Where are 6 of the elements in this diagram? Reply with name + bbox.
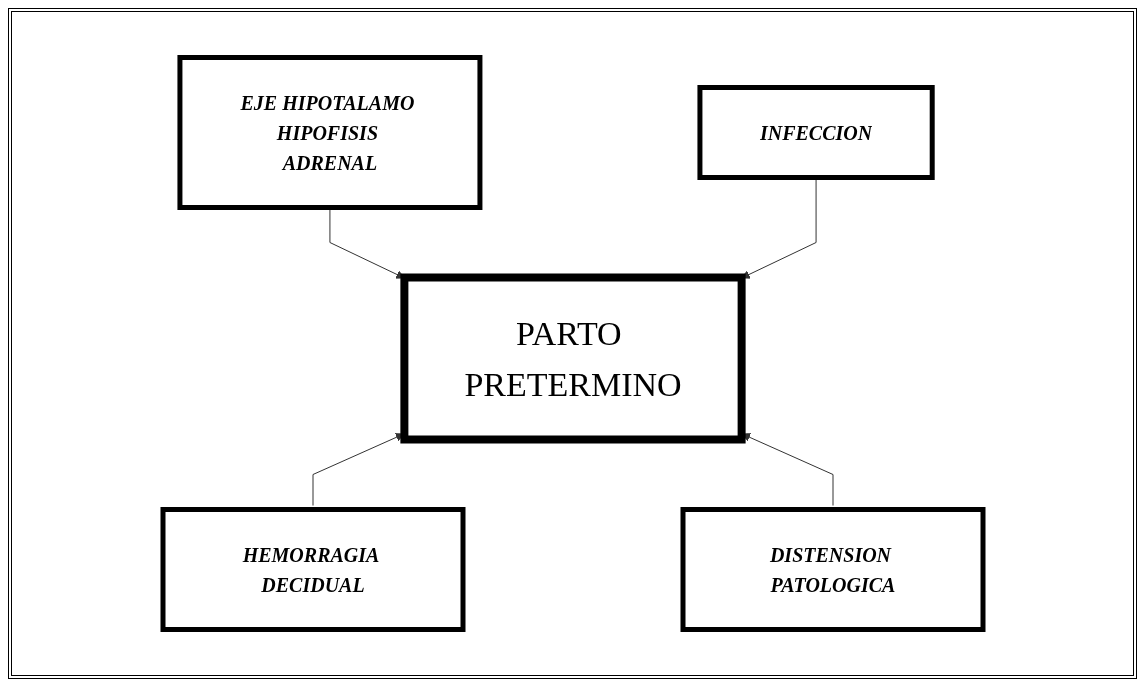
node-box	[160, 507, 465, 632]
node-box	[680, 507, 985, 632]
node-box	[399, 273, 746, 444]
node-box	[696, 85, 935, 180]
node-box	[176, 55, 482, 210]
diagram-frame: EJE HIPOTALAMO HIPOFISIS ADRENAL INFECCION PARTO PRETERMINO HEMORRAGIA DECIDUAL DISTENSION PATOLOGICA	[8, 8, 1137, 679]
